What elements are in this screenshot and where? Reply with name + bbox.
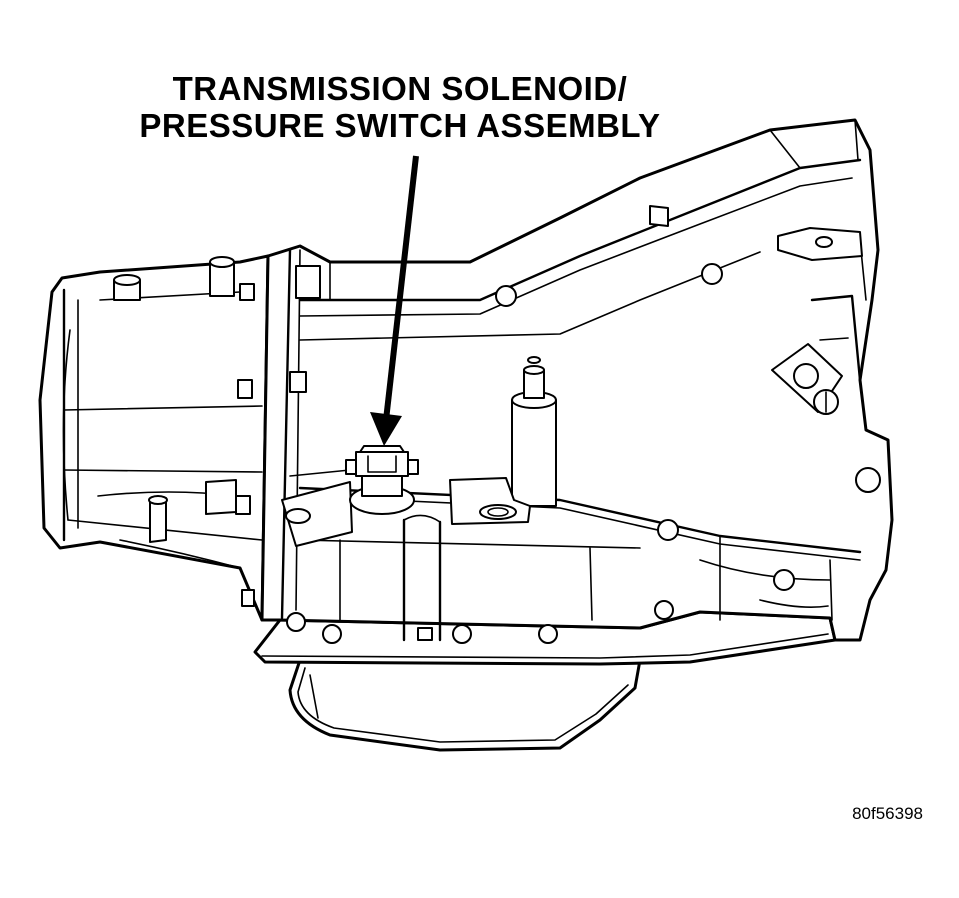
callout-arrow <box>370 155 419 446</box>
solenoid-pressure-switch-assembly <box>281 445 419 547</box>
valve-body <box>299 514 641 642</box>
manual-shaft <box>511 356 557 507</box>
bellhousing <box>38 254 270 622</box>
callout-line-2: PRESSURE SWITCH ASSEMBLY <box>139 107 661 144</box>
extension-mount <box>649 205 863 261</box>
port-pad <box>449 477 531 525</box>
bellhousing-bosses <box>113 256 255 607</box>
oil-pan <box>288 658 642 752</box>
callout-label: TRANSMISSION SOLENOID/ PRESSURE SWITCH A… <box>80 70 720 144</box>
case-bolts <box>286 263 881 644</box>
main-case <box>260 118 894 642</box>
side-bolt <box>148 479 237 543</box>
speed-sensor <box>771 343 843 415</box>
figure-id: 80f56398 <box>852 804 923 823</box>
callout-line-1: TRANSMISSION SOLENOID/ <box>172 70 628 107</box>
